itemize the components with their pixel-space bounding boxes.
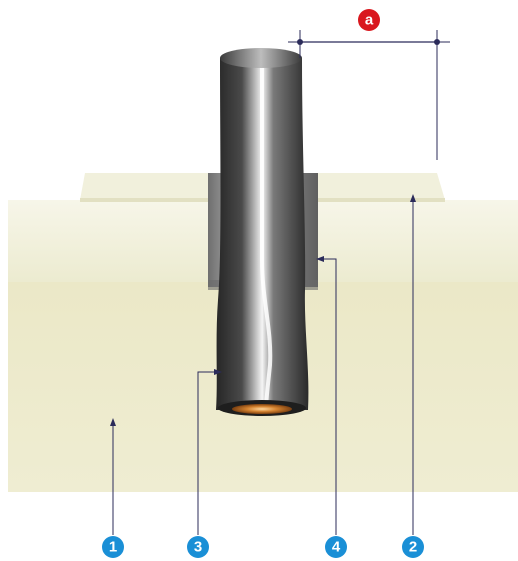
pipe-top-cap xyxy=(220,48,302,68)
dimension-dot-left xyxy=(297,39,303,45)
leader-line-3 xyxy=(197,371,220,535)
leader-arrow-4 xyxy=(316,256,324,262)
leader-arrow-3 xyxy=(214,369,222,375)
dimension-badge-a xyxy=(358,9,380,31)
callout-badge-2 xyxy=(402,536,424,558)
callout-label-3: 3 xyxy=(194,539,202,556)
leader-arrow-2 xyxy=(410,194,416,202)
dimension-dot-right xyxy=(434,39,440,45)
callout-badge-1 xyxy=(102,536,124,558)
pipe-highlight xyxy=(260,60,273,411)
callout-badge-3 xyxy=(187,536,209,558)
copper-conductor xyxy=(232,404,292,414)
callout-badge-4 xyxy=(325,536,347,558)
callout-label-1: 1 xyxy=(109,539,117,556)
leader-arrow-1 xyxy=(110,418,116,426)
callout-label-4: 4 xyxy=(332,539,341,556)
dimension-label-a: a xyxy=(365,12,374,29)
callout-label-2: 2 xyxy=(409,539,417,556)
